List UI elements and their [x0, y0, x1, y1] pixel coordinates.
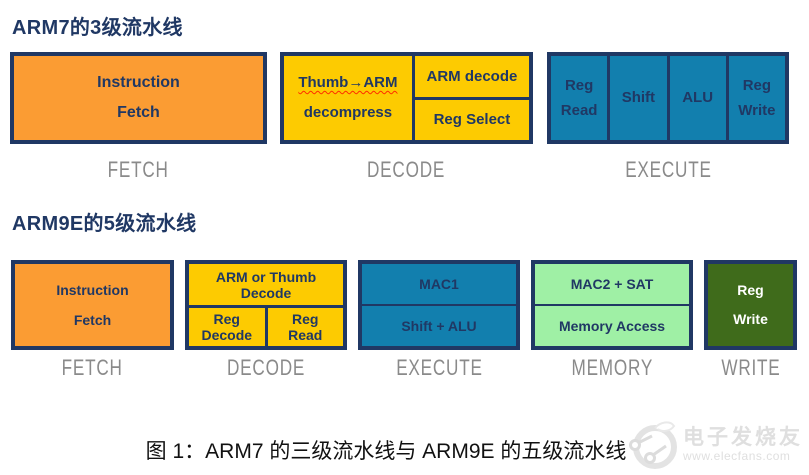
arm7-arm-decode-cell: ARM decode [414, 56, 529, 100]
arm7-fetch-text: Instruction Fetch [97, 74, 180, 121]
arm9e-memory-stage-label-text: MEMORY [571, 355, 653, 380]
arm9e-reg-read-cell: Reg Read [288, 311, 323, 344]
elecfans-watermark: 电子发烧友 www.elecfans.com [628, 418, 803, 472]
arm9e-decode-stage-label-text: DECODE [226, 355, 306, 380]
elecfans-watermark-texts: 电子发烧友 www.elecfans.com [683, 426, 803, 464]
arm7-execute-stage-label: EXECUTE [547, 157, 789, 183]
arm7-fetch-block: Instruction Fetch [10, 52, 267, 144]
arm9e-memory-block: MAC2 + SAT Memory Access [531, 260, 693, 350]
arm7-alu-cell: ALU [666, 56, 726, 140]
arm9e-execute-stage-label-text: EXECUTE [395, 355, 483, 380]
arm9e-write-stage-label: WRITE [704, 355, 797, 381]
arm9e-write-stage-label-text: WRITE [720, 355, 781, 380]
arm7-decode-stage-label: DECODE [280, 157, 533, 183]
arm7-decode-right-column: ARM decode Reg Select [414, 56, 529, 140]
figure-caption: 图 1：ARM7 的三级流水线与 ARM9E 的五级流水线 [145, 440, 627, 463]
arm9e-memory-access-cell: Memory Access [558, 318, 666, 334]
arm7-decode-left-cell: Thumb→ARM decompress [284, 56, 415, 140]
arm9e-fetch-stage-label-text: FETCH [61, 355, 124, 380]
arm7-execute-stage-label-text: EXECUTE [624, 157, 712, 182]
arm7-pipeline-title: ARM7的3级流水线 [12, 17, 183, 39]
arm9e-mac2-sat-cell: MAC2 + SAT [535, 264, 689, 306]
arm9e-reg-write-text: Reg Write [733, 281, 768, 327]
elecfans-site-name: 电子发烧友 [683, 426, 803, 450]
arm9e-reg-decode-cell: Reg Decode [189, 308, 268, 346]
arm9e-fetch-stage-label: FETCH [11, 355, 174, 381]
arm7-decode-stage-label-text: DECODE [367, 157, 446, 182]
arm9e-mac1-cell: MAC1 [362, 264, 516, 306]
arm7-fetch-stage-label: FETCH [10, 157, 267, 183]
arm7-execute-block: Reg Read Shift ALU Reg Write [547, 52, 789, 144]
arm9e-memory-stage-label: MEMORY [531, 355, 693, 381]
elecfans-logo-icon [629, 421, 677, 469]
arm9e-fetch-text: Instruction Fetch [56, 281, 129, 328]
arm9e-decode-stage-label: DECODE [185, 355, 347, 381]
arm9e-shift-alu-cell: Shift + ALU [401, 318, 477, 334]
arm9e-write-block: Reg Write [704, 260, 797, 350]
elecfans-site-url: www.elecfans.com [683, 449, 791, 464]
arm7-shift-cell: Shift [607, 56, 666, 140]
arm7-reg-read-cell: Reg Read [560, 76, 598, 120]
arm9e-decode-block: ARM or Thumb Decode Reg Decode Reg Read [185, 260, 347, 350]
arm9e-decode-bottom-row: Reg Decode Reg Read [189, 308, 343, 346]
arm7-reg-select-cell: Reg Select [433, 111, 511, 129]
arm7-decompress-text: decompress [303, 104, 393, 121]
arm7-fetch-stage-label-text: FETCH [107, 157, 170, 182]
arm9e-pipeline-title: ARM9E的5级流水线 [12, 213, 197, 235]
arm7-reg-write-cell: Reg Write [725, 56, 785, 140]
arm9e-arm-or-thumb-decode-cell: ARM or Thumb Decode [189, 264, 343, 309]
arm9e-execute-block: MAC1 Shift + ALU [358, 260, 520, 350]
arm9e-execute-stage-label: EXECUTE [358, 355, 520, 381]
arm9e-fetch-block: Instruction Fetch [11, 260, 174, 350]
arm7-thumb-arm-text: Thumb→ARM [298, 74, 398, 91]
arm7-decode-block: Thumb→ARM decompress ARM decode Reg Sele… [280, 52, 533, 144]
